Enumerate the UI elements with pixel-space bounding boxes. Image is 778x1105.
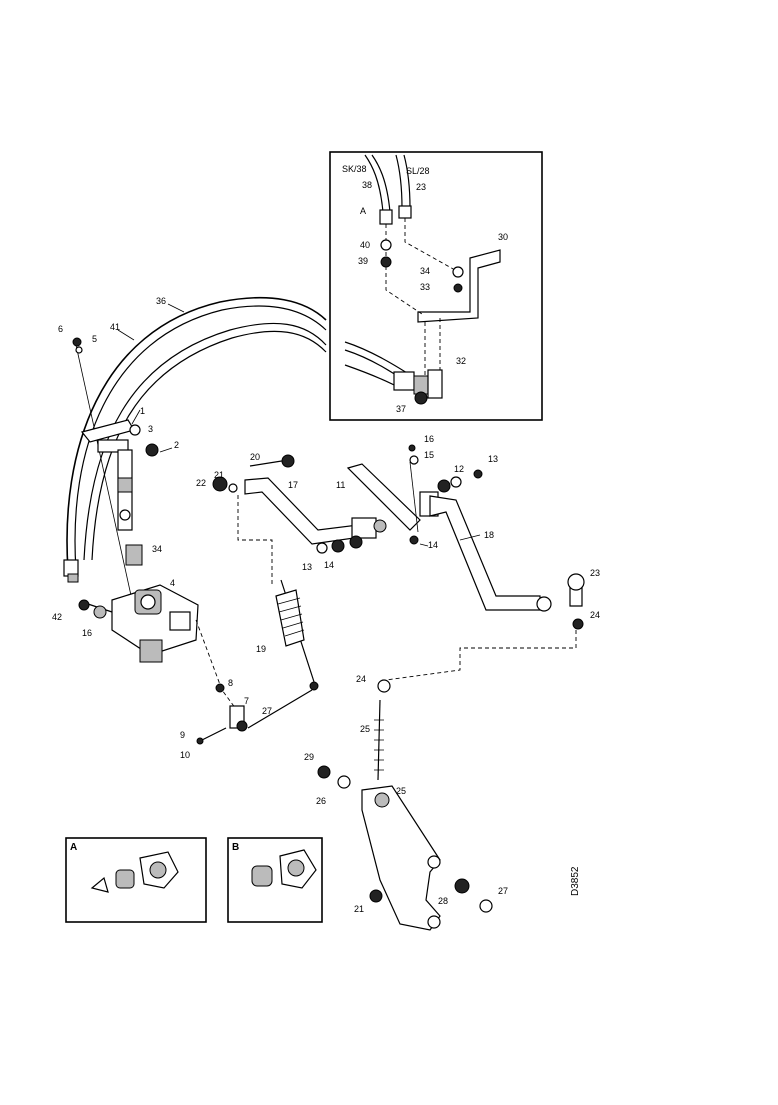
callout-28: 28 (438, 896, 448, 906)
callout-41: 42 (52, 612, 62, 622)
callout-34: 36 (156, 296, 166, 306)
callout-labels: SK/38 SL/28 38 23 A 30 40 39 34 33 32 37… (52, 164, 600, 914)
callout-42: 16 (82, 628, 92, 638)
callout-40: 41 (110, 322, 120, 332)
callout-10: 10 (180, 750, 190, 760)
detail-box-b (227, 837, 323, 923)
valve-assembly (72, 337, 248, 745)
callout-33-main: 34 (152, 544, 162, 554)
callout-15: 15 (424, 450, 434, 460)
callout-36: 38 (362, 180, 372, 190)
box-b-label: B (232, 842, 239, 853)
callout-13c: 14 (324, 560, 334, 570)
callout-31: 32 (456, 356, 466, 366)
callout-23: 23 (590, 568, 600, 578)
callout-27a: 26 (316, 796, 326, 806)
detail-box-a (65, 837, 207, 923)
callout-8: 8 (228, 678, 233, 688)
callout-24c: 24 (356, 674, 366, 684)
callout-24-inset: 23 (416, 182, 426, 192)
callout-37: 37 (396, 404, 406, 414)
callout-26: 25 (396, 786, 406, 796)
callout-5: 5 (92, 334, 97, 344)
callout-14: 14 (428, 540, 438, 550)
callout-25: 25 (360, 724, 370, 734)
callout-27-rod: 27 (262, 706, 272, 716)
box-a-label: A (70, 842, 77, 853)
callout-21b: 21 (354, 904, 364, 914)
brake-hoses (63, 296, 327, 583)
callout-22: 22 (196, 478, 206, 488)
callout-33: 34 (420, 266, 430, 276)
callout-12: 12 (454, 464, 464, 474)
callout-29: 29 (304, 752, 314, 762)
drawing-number: D3852 (570, 866, 581, 896)
callout-7: 7 (244, 696, 249, 706)
callout-32: 33 (420, 282, 430, 292)
callout-27c: 27 (498, 886, 508, 896)
callout-13: 13 (488, 454, 498, 464)
callout-13b: 13 (302, 562, 312, 572)
callout-30: 30 (498, 232, 508, 242)
callout-17: 17 (288, 480, 298, 490)
callout-11: 11 (336, 480, 345, 490)
callout-19: 19 (256, 644, 266, 654)
label-pipe-sl28: SL/28 (406, 166, 430, 176)
pedal-lever (212, 444, 585, 681)
callout-4: 4 (170, 578, 175, 588)
callout-38: 39 (358, 256, 368, 266)
callout-16: 16 (424, 434, 434, 444)
label-pipe-sk38: SK/38 (342, 164, 367, 174)
lower-bracket (317, 679, 493, 931)
callout-18: 18 (484, 530, 494, 540)
callout-39: 40 (360, 240, 370, 250)
callout-9: 9 (180, 730, 185, 740)
callout-1: 1 (140, 406, 145, 416)
spring-rod (237, 495, 319, 729)
callout-24b: 24 (590, 610, 600, 620)
inset-detail (329, 151, 543, 421)
leader-lines (117, 303, 481, 547)
callout-6: 6 (58, 324, 63, 334)
callout-3: 3 (148, 424, 153, 434)
callout-A-inset: A (360, 206, 366, 216)
callout-20: 20 (250, 452, 260, 462)
callout-2: 2 (174, 440, 179, 450)
callout-21: 21 (214, 470, 224, 480)
